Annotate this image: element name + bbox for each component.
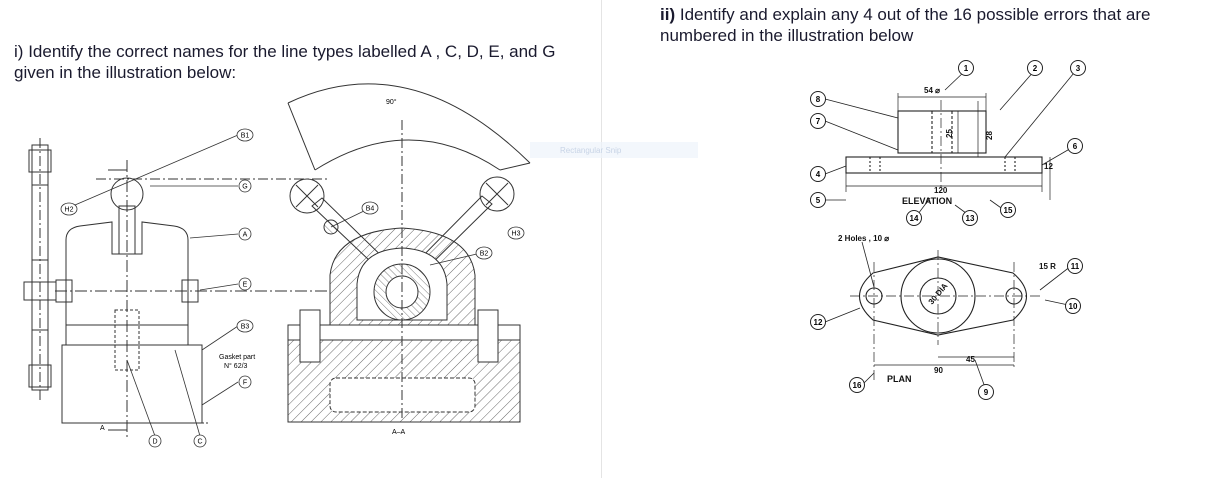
dim-len-45: 45: [966, 355, 975, 364]
section-letter-a: A: [100, 425, 105, 432]
callout-g: G: [238, 179, 252, 193]
column-divider: [601, 0, 602, 478]
error-4-label: 4: [816, 170, 821, 179]
error-10-label: 10: [1069, 302, 1078, 311]
callout-b2-label: B2: [480, 251, 489, 258]
callout-leaders: [74, 134, 482, 437]
side-view: [23, 138, 57, 400]
right-elevation-view: [845, 93, 1051, 200]
left-callout-bubbles: B1 G A E B3 F D C H2 B4 B2 H3 A 90° Gask…: [60, 98, 525, 448]
error-1: 1: [958, 60, 974, 76]
callout-f-label: F: [243, 380, 247, 387]
right-plan-view: [850, 250, 1040, 380]
error-16-label: 16: [853, 381, 862, 390]
callout-b4-label: B4: [366, 206, 375, 213]
error-6-label: 6: [1073, 142, 1078, 151]
dim-holes-note: 2 Holes , 10 ⌀: [838, 234, 889, 243]
question-1-number: i): [14, 42, 24, 61]
callout-b1: B1: [236, 128, 254, 142]
error-12: 12: [810, 314, 826, 330]
callout-h3-label: H3: [512, 231, 521, 238]
callout-c-label: C: [197, 439, 202, 446]
callout-c: C: [193, 434, 207, 448]
dimension-labels: 54 ⌀ 25 28 12 120 ELEVATION 2 Holes , 10…: [838, 86, 1056, 384]
callout-f: F: [238, 375, 252, 389]
error-14-label: 14: [910, 214, 919, 223]
gasket-note-line-2: N° 62/3: [224, 362, 248, 370]
dim-width-120: 120: [934, 186, 948, 195]
dim-height-28: 28: [985, 131, 994, 140]
error-16: 16: [849, 377, 865, 393]
dim-len-90: 90: [934, 366, 943, 375]
question-2-text: Identify and explain any 4 out of the 16…: [660, 5, 1151, 45]
error-2: 2: [1027, 60, 1043, 76]
error-9: 9: [978, 384, 994, 400]
callout-b1-label: B1: [241, 133, 250, 140]
error-13: 13: [962, 210, 978, 226]
callout-b3-label: B3: [241, 324, 250, 331]
dim-height-25: 25: [945, 129, 954, 138]
error-2-label: 2: [1033, 64, 1038, 73]
callout-h2-label: H2: [65, 207, 74, 214]
error-6: 6: [1067, 138, 1083, 154]
error-number-bubbles: 1 2 3 4 5 6 7 8 9 10 11 12 13 14 15 16: [810, 60, 1086, 400]
question-1-text: Identify the correct names for the line …: [14, 42, 556, 82]
callout-h3: H3: [507, 226, 525, 240]
error-15: 15: [1000, 202, 1016, 218]
snip-watermark: Rectangular Snip: [530, 142, 698, 158]
error-7: 7: [810, 113, 826, 129]
error-8: 8: [810, 91, 826, 107]
question-2-number: ii): [660, 5, 676, 24]
plan-label: PLAN: [887, 374, 912, 384]
error-13-label: 13: [966, 214, 975, 223]
error-11: 11: [1067, 258, 1083, 274]
error-5-label: 5: [816, 196, 821, 205]
callout-b3: B3: [236, 319, 254, 333]
callout-h2: H2: [60, 202, 78, 216]
question-1: i) Identify the correct names for the li…: [14, 41, 574, 83]
callout-a-label: A: [243, 232, 248, 239]
callout-d: D: [148, 434, 162, 448]
dim-base-12: 12: [1044, 162, 1053, 171]
callout-b2: B2: [475, 246, 493, 260]
error-12-label: 12: [814, 318, 823, 327]
error-3: 3: [1070, 60, 1086, 76]
callout-a: A: [238, 227, 252, 241]
dim-dia-30: 30 DIA: [927, 281, 950, 306]
callout-e-label: E: [243, 282, 248, 289]
error-11-label: 11: [1071, 262, 1080, 271]
dim-top-diameter: 54 ⌀: [924, 86, 940, 95]
error-1-label: 1: [964, 64, 969, 73]
error-5: 5: [810, 192, 826, 208]
callout-g-label: G: [242, 184, 247, 191]
error-8-label: 8: [816, 95, 821, 104]
error-10: 10: [1065, 298, 1081, 314]
error-15-label: 15: [1004, 206, 1013, 215]
callout-e: E: [238, 277, 252, 291]
section-view: [287, 83, 531, 423]
error-14: 14: [906, 210, 922, 226]
error-3-label: 3: [1076, 64, 1081, 73]
elevation-label: ELEVATION: [902, 196, 952, 206]
angle-label: 90°: [386, 98, 397, 106]
callout-b4: B4: [361, 201, 379, 215]
error-4: 4: [810, 166, 826, 182]
dim-radius-15: 15 R: [1039, 262, 1056, 271]
question-2: ii) Identify and explain any 4 out of th…: [660, 4, 1215, 46]
gasket-note-line-1: Gasket part: [219, 354, 255, 361]
callout-d-label: D: [152, 439, 157, 446]
section-label: A–A: [392, 429, 406, 436]
snip-watermark-text: Rectangular Snip: [560, 146, 622, 155]
left-assembly-drawing: [23, 83, 531, 440]
error-7-label: 7: [816, 117, 821, 126]
error-9-label: 9: [984, 388, 989, 397]
